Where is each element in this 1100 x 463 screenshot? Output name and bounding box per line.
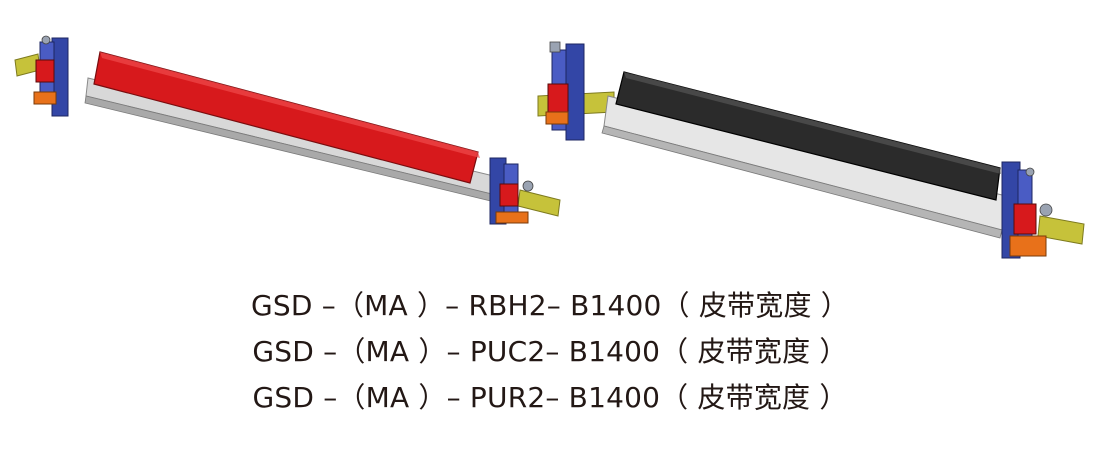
model-code-rbh2: GSD –（MA ）– RBH2– B1400（ 皮带宽度 ）: [251, 289, 849, 322]
scraper-illustration-left: [14, 35, 561, 225]
tensioner-right: [489, 157, 534, 225]
scraper-illustration-right: [537, 41, 1085, 259]
shaft-end-right: [517, 189, 561, 217]
model-code-pur2: GSD –（MA ）– PUR2– B1400（ 皮带宽度 ）: [252, 381, 848, 414]
shaft-end-right: [1037, 215, 1085, 245]
model-code-list: GSD –（MA ）– RBH2– B1400（ 皮带宽度 ） GSD –（MA…: [0, 283, 1100, 421]
tensioner-left: [33, 35, 69, 117]
scraper-blade: [615, 71, 1001, 201]
tensioner-left: [545, 41, 585, 141]
tensioner-right: [1001, 161, 1053, 259]
model-code-puc2: GSD –（MA ）– PUC2– B1400（ 皮带宽度 ）: [252, 335, 848, 368]
scraper-illustrations: [14, 35, 1085, 259]
